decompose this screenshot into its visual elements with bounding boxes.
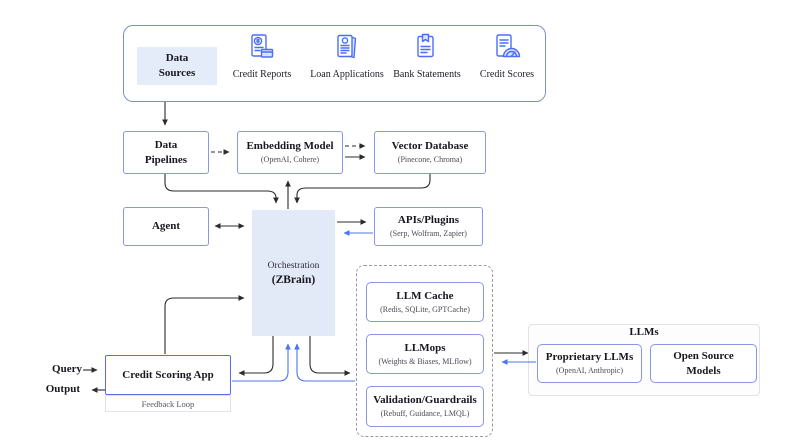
data-source-credit-scores: Credit Scores <box>470 31 544 81</box>
loan-applications-icon <box>334 31 360 61</box>
arrow-orchestration-to-tools <box>309 336 351 376</box>
arrow-app-to-orchestration <box>164 295 245 354</box>
data-source-label: Loan Applications <box>310 69 384 80</box>
data-source-bank-statements: Bank Statements <box>390 31 464 81</box>
node-data-pipelines: Data Pipelines <box>123 131 209 174</box>
data-source-loan-applications: Loan Applications <box>310 31 384 81</box>
node-validation-guardrails: Validation/Guardrails (Rebuff, Guidance,… <box>366 386 484 427</box>
node-credit-scoring-app: Credit Scoring App <box>105 355 231 395</box>
node-apis-plugins: APIs/Plugins (Serp, Wolfram, Zapier) <box>374 207 483 246</box>
data-source-label: Credit Reports <box>232 69 292 80</box>
node-embedding-model: Embedding Model (OpenAI, Cohere) <box>237 131 343 174</box>
llms-group-title: LLMs <box>629 326 659 338</box>
data-source-label: Credit Scores <box>479 69 535 80</box>
arrow-app-to-orchestration-blue <box>232 343 291 382</box>
node-proprietary-llms: Proprietary LLMs (OpenAI, Anthropic) <box>537 344 642 383</box>
feedback-loop-label: Feedback Loop <box>105 395 231 412</box>
output-label: Output <box>45 383 80 395</box>
data-sources-label: Data Sources <box>137 47 217 85</box>
node-orchestration-zbrain: Orchestration (ZBrain) <box>252 210 335 336</box>
data-source-label: Bank Statements <box>393 69 461 80</box>
query-label: Query <box>52 363 82 375</box>
node-agent: Agent <box>123 207 209 246</box>
data-source-credit-reports: Credit Reports <box>225 31 299 81</box>
arrow-pipelines-to-orchestration <box>164 174 279 204</box>
node-open-source-models: Open Source Models <box>650 344 757 383</box>
arrow-orchestration-to-app <box>238 336 274 376</box>
node-llmops: LLMops (Weights & Biases, MLflow) <box>366 334 484 374</box>
arrow-tools-to-orchestration-blue <box>294 343 355 382</box>
arrow-vectordb-to-orchestration <box>294 174 431 204</box>
credit-scores-icon <box>494 31 521 61</box>
node-vector-database: Vector Database (Pinecone, Chroma) <box>374 131 486 174</box>
credit-reports-icon <box>249 31 276 61</box>
bank-statements-icon <box>414 31 440 61</box>
node-llm-cache: LLM Cache (Redis, SQLite, GPTCache) <box>366 282 484 322</box>
